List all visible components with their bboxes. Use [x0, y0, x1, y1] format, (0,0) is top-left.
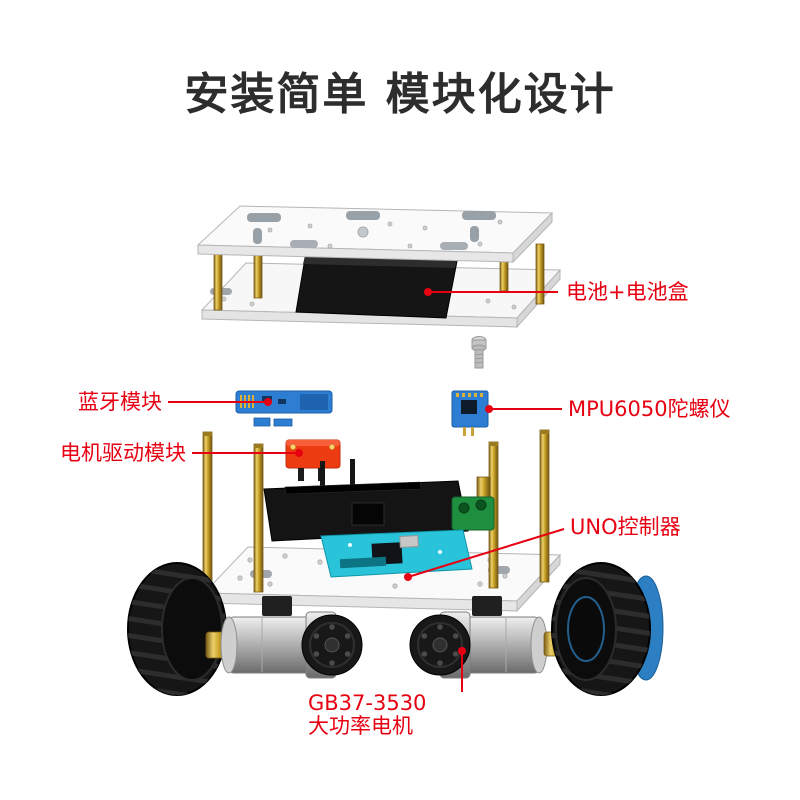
- page-title: 安装简单 模块化设计: [184, 69, 616, 120]
- callout-label-motor-driver: 电机驱动模块: [60, 441, 186, 465]
- top-plate: [196, 205, 554, 264]
- callout-label-uno: UNO控制器: [570, 515, 681, 539]
- uno-board: [320, 529, 473, 578]
- callout-dot-battery: [424, 288, 432, 296]
- callout-label-bluetooth: 蓝牙模块: [78, 390, 162, 414]
- battery-box: [295, 251, 459, 319]
- green-terminal-block: [451, 496, 495, 531]
- callout-label-battery: 电池+电池盒: [566, 280, 689, 304]
- callout-label-mpu6050: MPU6050陀螺仪: [568, 397, 731, 421]
- mpu6050-module: [451, 390, 489, 436]
- mounting-screw: [471, 336, 487, 369]
- controller-shield-board: [263, 459, 495, 542]
- motor-driver-module: [285, 439, 341, 481]
- callout-dot-mpu6050: [485, 405, 493, 413]
- motor-mount-brackets: [262, 596, 502, 616]
- callout-lines: [168, 288, 565, 692]
- right-motor: [409, 611, 548, 679]
- right-wheel: [551, 562, 664, 696]
- callout-dot-motor-driver: [295, 449, 303, 457]
- callout-line-uno: [407, 528, 565, 578]
- callout-dot-bluetooth: [264, 398, 272, 406]
- motor-label-line1: GB37-3530: [308, 691, 427, 715]
- callout-dot-uno: [404, 573, 412, 581]
- motor-label-line2: 大功率电机: [308, 714, 413, 738]
- callout-dot-motor: [458, 647, 466, 655]
- callout-label-motor: GB37-3530 大功率电机: [308, 692, 426, 738]
- left-motor: [220, 611, 363, 679]
- bluetooth-module: [235, 390, 333, 427]
